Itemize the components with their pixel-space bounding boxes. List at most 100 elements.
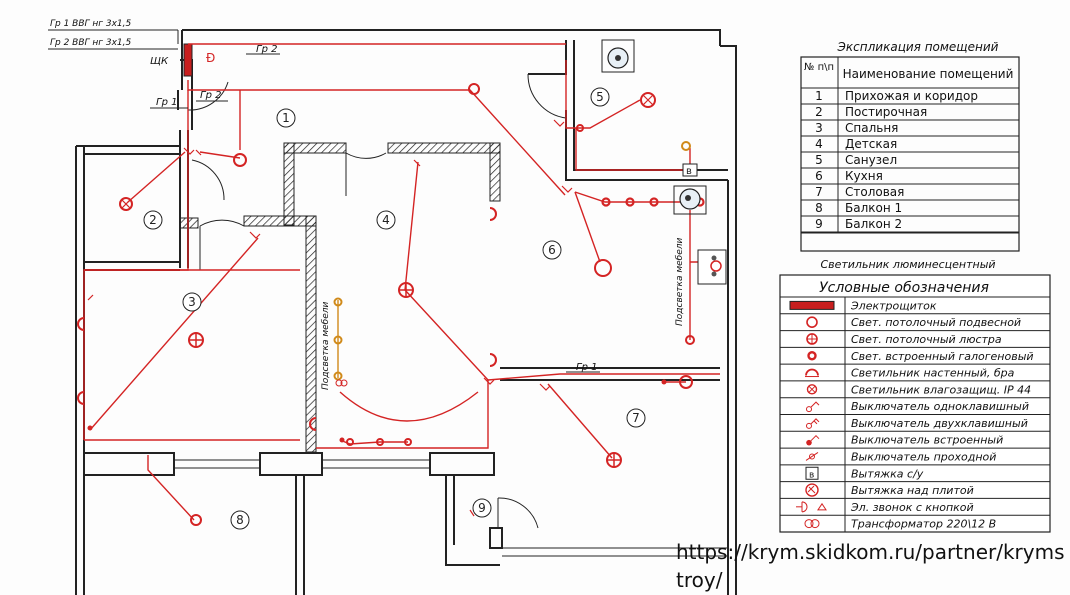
recessed-halogen-light-icon <box>576 124 584 132</box>
moisture-proof-light-icon <box>806 384 818 395</box>
room-number-7: 7 <box>632 411 640 425</box>
wall-sconces <box>77 207 497 431</box>
room-number-3: 3 <box>188 295 196 309</box>
group-2-cable-label: Гр 2 ВВГ нг 3х1,5 <box>50 38 132 48</box>
explication-row-num: 1 <box>815 89 823 103</box>
transformer-icon <box>335 379 348 387</box>
explication-row-name: Постирочная <box>845 105 927 119</box>
halogen-backlight-icon <box>333 371 343 381</box>
legend-item-label: Свет. потолочный люстра <box>851 333 1002 346</box>
single-switch-icon <box>249 231 261 239</box>
sanitary-fixtures <box>601 39 707 215</box>
explication-row: 8 Балкон 1 <box>815 201 902 215</box>
recessed-halogen-light-icon <box>404 438 412 446</box>
explication-row-num: 3 <box>815 121 823 135</box>
pass-through-switch-icon <box>805 452 819 461</box>
legend-item-label: Вытяжка над плитой <box>851 484 974 497</box>
recessed-halogen-light-icon <box>649 197 659 207</box>
ceiling-chandelier-icon <box>806 333 818 345</box>
explication-row-num: 8 <box>815 201 823 215</box>
furniture-backlight-note-nursery: Подсветка мебели <box>321 301 331 390</box>
built-in-switch-icon <box>661 379 667 385</box>
group-cable-labels: Гр 1 ВВГ нг 3х1,5 Гр 2 ВВГ нг 3х1,5 ЩК <box>48 19 179 67</box>
legend-item: Выключатель одноклавишный <box>806 400 1029 413</box>
doorbell-icon <box>796 501 827 513</box>
ceiling-pendant-light-icon <box>685 335 695 345</box>
explication-row: 6 Кухня <box>815 169 883 183</box>
legend-item-label: Выключатель одноклавишный <box>851 400 1029 413</box>
explication-row-name: Столовая <box>845 185 904 199</box>
room-number-1: 1 <box>282 111 290 125</box>
explication-row-num: 5 <box>815 153 823 167</box>
explication-row: 9 Балкон 2 <box>815 217 902 231</box>
explication-table: Экспликация помещений № п\п Наименование… <box>800 40 1020 271</box>
legend-item: Свет. встроенный галогеновый <box>807 350 1034 363</box>
electric-panel-icon <box>789 300 835 310</box>
ceiling-chandelier-icon <box>606 452 622 468</box>
legend-item-label: Свет. встроенный галогеновый <box>851 350 1034 363</box>
halogen-backlight-icon <box>333 335 343 345</box>
wall-sconce-icon <box>77 391 85 405</box>
doorbell-icon: Ð <box>206 51 215 65</box>
room-number-2: 2 <box>149 213 157 227</box>
bathroom-exhaust-icon: в <box>805 466 819 480</box>
built-in-switch-icon <box>87 425 93 431</box>
wall-sconce-icon <box>489 353 497 367</box>
legend-item: Свет. потолочный люстра <box>806 333 1002 346</box>
wall-sconce-icon <box>805 368 819 378</box>
single-switch-icon <box>806 401 820 413</box>
ceiling-chandelier-icon <box>188 332 204 348</box>
explication-row-name: Балкон 1 <box>845 201 902 215</box>
explication-row-name: Прихожая и коридор <box>845 89 978 103</box>
watermark-url[interactable]: https://krym.skidkom.ru/partner/krymstro… <box>676 540 1065 592</box>
legend-item: Светильник влагозащищ. IP 44 <box>806 383 1031 396</box>
room-number-6: 6 <box>548 243 556 257</box>
wiring <box>83 43 720 521</box>
explication-row-name: Спальня <box>845 121 898 135</box>
wire-label-gr1-left: Гр 1 <box>156 97 177 108</box>
explication-row: 1 Прихожая и коридор <box>815 89 978 103</box>
moisture-proof-lights <box>119 92 656 211</box>
legend-item-label: Выключатель проходной <box>851 450 996 463</box>
wall-sconce-icon <box>489 207 497 221</box>
furniture-backlight-note-kitchen: Подсветка мебели <box>675 237 685 326</box>
ceiling-pendant-light-icon <box>233 153 247 167</box>
legend-item: Выключатель встроенный <box>806 434 1003 447</box>
explication-row-num: 9 <box>815 217 823 231</box>
explication-row: 7 Столовая <box>815 185 904 199</box>
panel-label: ЩК <box>150 56 169 67</box>
transformer-icon <box>804 519 820 529</box>
explication-row-name: Балкон 2 <box>845 217 902 231</box>
legend-item: Светильник настенный, бра <box>805 367 1015 380</box>
halogen-backlight-icon <box>333 297 343 307</box>
recessed-halogen-light-icon <box>807 351 817 361</box>
explication-row-name: Кухня <box>845 169 883 183</box>
recessed-halogen-light-icon <box>376 438 384 446</box>
electric-panel-icon <box>183 43 193 77</box>
recessed-halogen-light-icon <box>625 197 635 207</box>
svg-text:в: в <box>686 166 692 177</box>
explication-row-num: 7 <box>815 185 823 199</box>
explication-row-name: Санузел <box>845 153 897 167</box>
bathroom-exhaust-icon: в <box>682 163 698 177</box>
legend-item-label: Трансформатор 220\12 В <box>851 518 996 531</box>
legend-item-label: Электрощиток <box>850 299 937 312</box>
explication-row: 5 Санузел <box>815 153 897 167</box>
explication-title: Экспликация помещений <box>837 40 999 54</box>
legend-item: Выключатель проходной <box>805 450 996 463</box>
single-switch-icon <box>469 509 475 517</box>
room-number-markers: 1 2 3 4 5 6 7 8 9 <box>143 87 646 530</box>
legend-item: Свет. потолочный подвесной <box>806 316 1021 329</box>
wire-label-gr1-dining: Гр 1 <box>576 362 597 373</box>
explication-row-num: 6 <box>815 169 823 183</box>
explication-col-name: Наименование помещений <box>843 67 1014 81</box>
room-number-4: 4 <box>382 213 390 227</box>
single-switch-icon <box>87 294 94 301</box>
legend-item-label: Свет. потолочный подвесной <box>851 316 1021 329</box>
moisture-proof-light-icon <box>640 92 656 108</box>
legend-item-label: Светильник настенный, бра <box>851 367 1015 380</box>
legend-item-label: Выключатель встроенный <box>851 434 1003 447</box>
